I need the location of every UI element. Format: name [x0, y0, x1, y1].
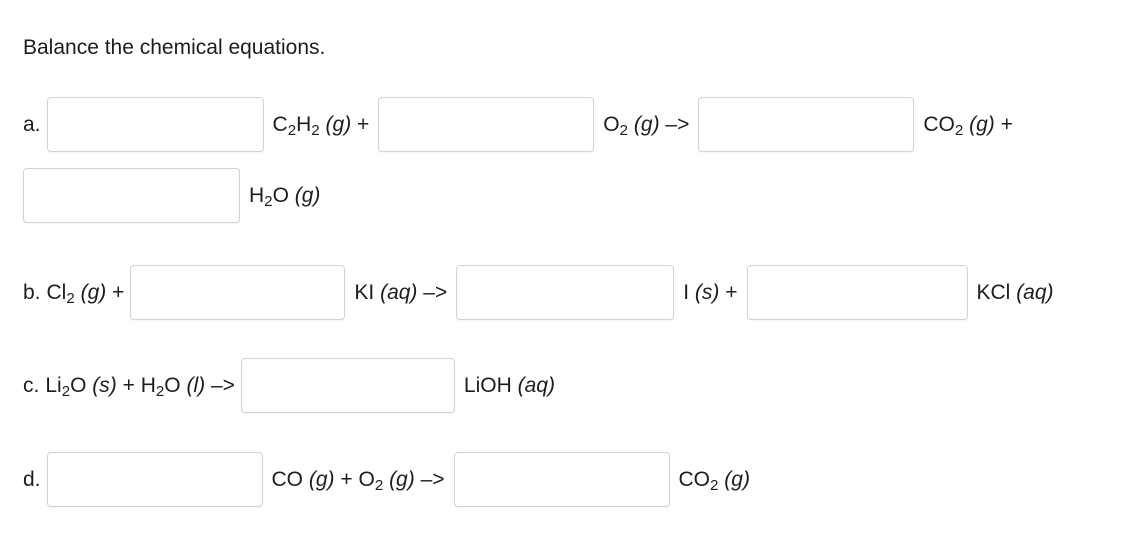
term-co2-d: CO2 (g) [678, 467, 750, 494]
question-label-d: d. [23, 467, 41, 491]
input-coefficient-lioh[interactable] [240, 358, 455, 413]
subscript-2: 2 [311, 121, 320, 139]
equation-row-d: d. CO (g) + O2 (g) –> CO2 (g) [23, 452, 750, 507]
input-coefficient-co2-d[interactable] [453, 452, 670, 507]
state-label-gas: (g) [633, 112, 660, 136]
state-label-gas: (g) [389, 467, 415, 491]
input-coefficient-co2[interactable] [698, 97, 915, 152]
input-coefficient-c2h2[interactable] [46, 97, 264, 152]
state-label-gas: (g) [724, 467, 750, 491]
subscript-2: 2 [619, 121, 629, 139]
term-li2o-and-h2o: Li2O (s) + H2O (l) –> [45, 373, 235, 400]
equation-row-b: b. Cl2 (g) + KI (aq) –> I (s) + KCl (aq) [23, 265, 1054, 320]
subscript-2: 2 [374, 476, 384, 494]
term-o2: O2 (g) –> [603, 112, 690, 139]
page-title: Balance the chemical equations. [23, 36, 326, 59]
question-label-a: a. [23, 112, 41, 136]
input-coefficient-o2[interactable] [378, 97, 595, 152]
term-cl2: Cl2 (g) + [46, 280, 125, 307]
state-label-liquid: (l) [186, 373, 206, 397]
subscript-2: 2 [710, 476, 719, 494]
equation-row-a-line1: a. C2H2 (g) + O2 (g) –> CO2 (g) + [23, 97, 1013, 152]
equation-row-c: c. Li2O (s) + H2O (l) –> LiOH (aq) [23, 358, 555, 413]
input-coefficient-i[interactable] [456, 265, 675, 320]
input-coefficient-co[interactable] [46, 452, 263, 507]
input-coefficient-kcl[interactable] [746, 265, 968, 320]
term-kcl: KCl (aq) [976, 280, 1054, 304]
state-label-aqueous: (aq) [1016, 280, 1054, 304]
term-ki: KI (aq) –> [354, 280, 448, 304]
state-label-gas: (g) [80, 280, 107, 304]
subscript-2: 2 [954, 121, 964, 139]
state-label-solid: (s) [694, 280, 720, 304]
question-label-c: c. [23, 373, 40, 397]
state-label-gas: (g) [308, 467, 335, 491]
input-coefficient-ki[interactable] [130, 265, 346, 320]
subscript-2: 2 [61, 382, 71, 400]
term-h2o: H2O (g) [249, 183, 321, 210]
subscript-2: 2 [155, 382, 165, 400]
subscript-2: 2 [287, 121, 297, 139]
state-label-solid: (s) [92, 373, 117, 397]
subscript-2: 2 [264, 192, 273, 210]
term-i: I (s) + [683, 280, 738, 304]
state-label-gas: (g) [294, 183, 321, 207]
state-label-aqueous: (aq) [380, 280, 418, 304]
state-label-gas: (g) [969, 112, 995, 136]
state-label-gas: (g) [325, 112, 352, 136]
term-co2: CO2 (g) + [923, 112, 1013, 139]
question-label-b: b. [23, 280, 41, 304]
state-label-aqueous: (aq) [517, 373, 555, 397]
equation-row-a-line2: H2O (g) [23, 168, 320, 223]
term-c2h2: C2H2 (g) + [272, 112, 370, 139]
input-coefficient-h2o[interactable] [23, 168, 240, 223]
subscript-2: 2 [66, 289, 75, 307]
term-lioh: LiOH (aq) [463, 373, 555, 397]
term-co-and-o2: CO (g) + O2 (g) –> [271, 467, 445, 494]
